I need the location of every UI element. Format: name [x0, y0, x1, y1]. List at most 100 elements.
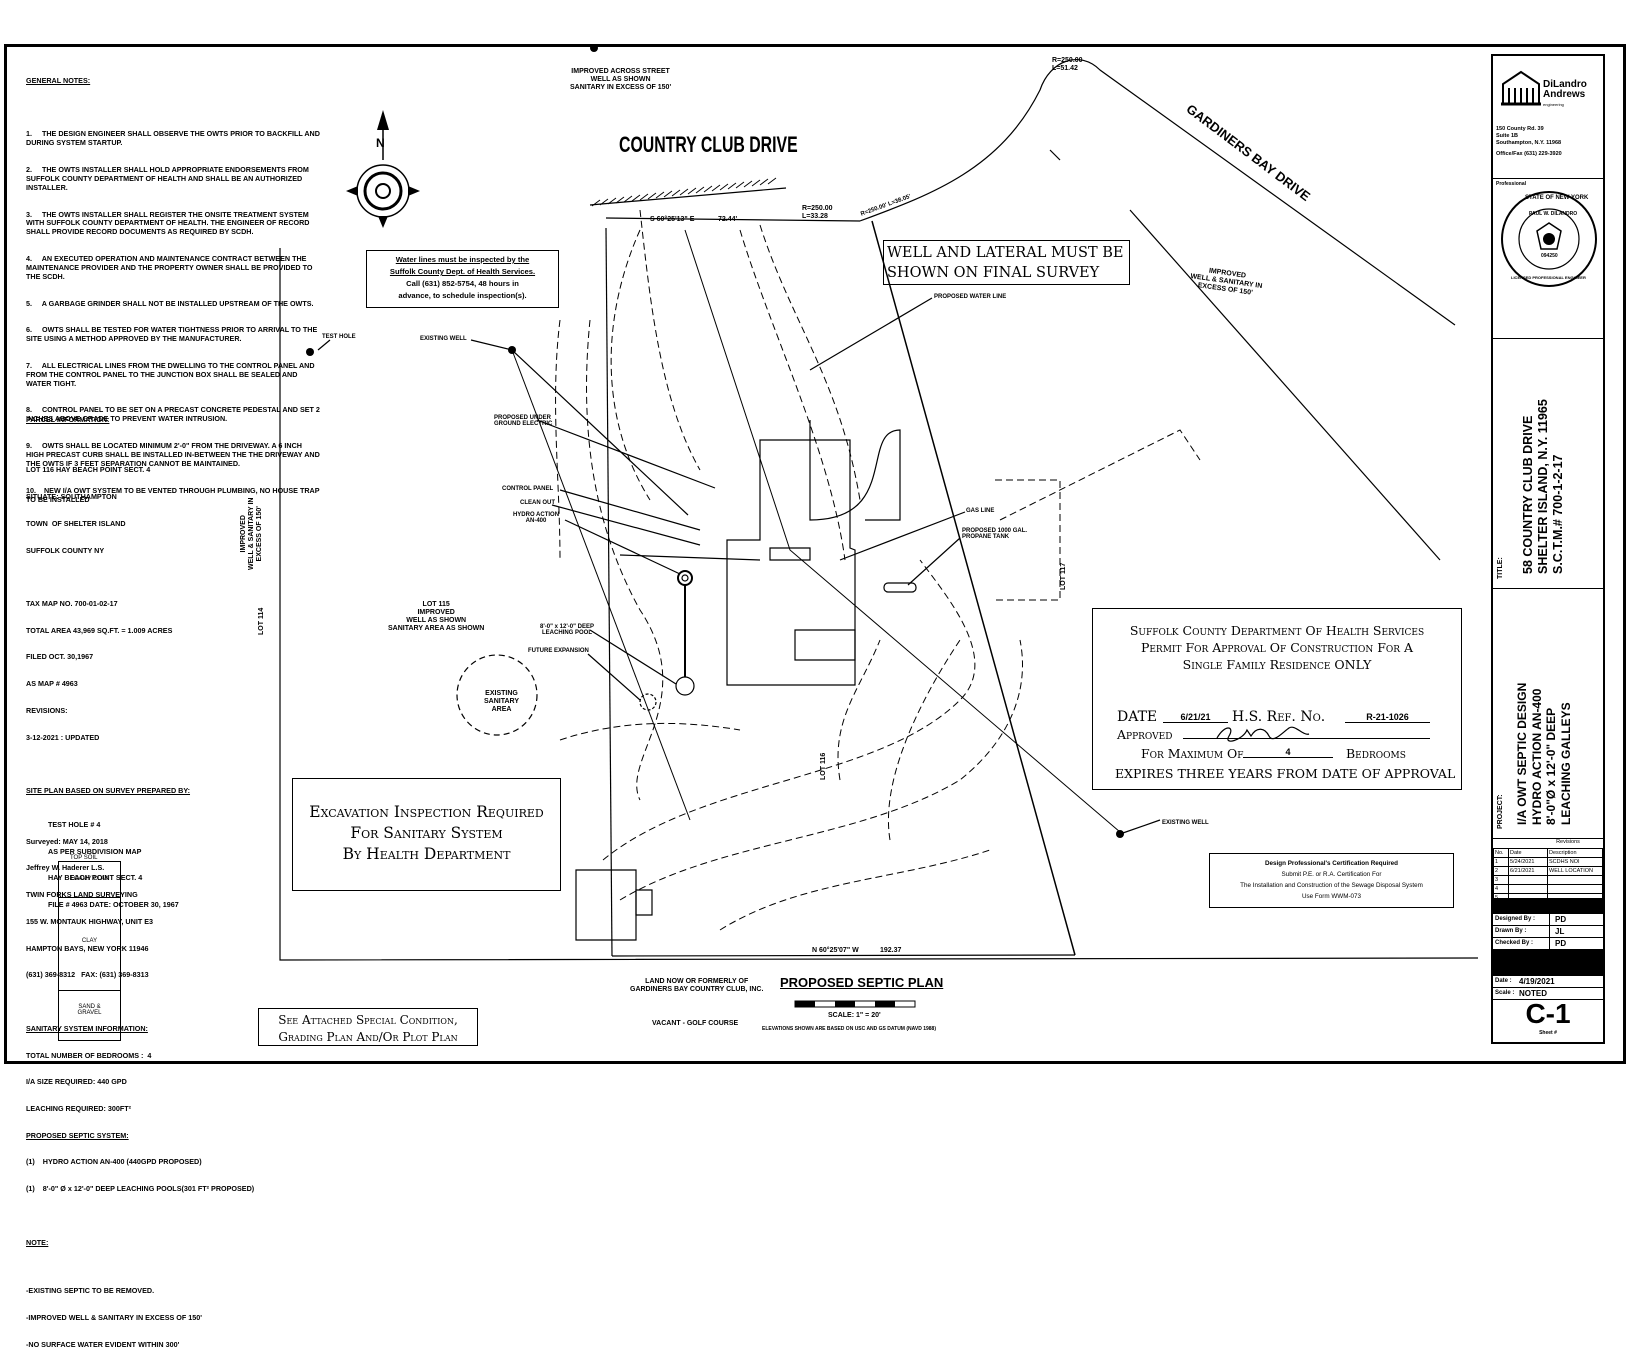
rev-desc [1547, 884, 1603, 894]
parcel-line: AS MAP # 4963 [26, 679, 78, 689]
leaching-pool [675, 676, 695, 696]
rev-date: 6/21/2021 [1508, 866, 1548, 876]
survey-line: HAMPTON BAYS, NEW YORK 11946 [26, 943, 149, 953]
proposed-water-label: PROPOSED WATER LINE [934, 294, 1007, 300]
professional-label: Professional [1496, 181, 1527, 187]
vacant-label: VACANT - GOLF COURSE [652, 1020, 739, 1027]
parcel-line: SUFFOLK COUNTY NY [26, 545, 105, 555]
road-tick [1049, 149, 1061, 161]
certification-line: Use Form WWM-073 [1301, 893, 1362, 900]
scale-bar [794, 1000, 916, 1008]
scale-tb-label: Scale : [1495, 990, 1515, 996]
sanitary-line: TOTAL NUMBER OF BEDROOMS : 4 [26, 1050, 152, 1060]
seal-name: PAUL W. DILANDRO [1529, 211, 1578, 217]
distance-bottom: 192.37 [880, 947, 902, 954]
designed-label: Designed By : [1495, 916, 1536, 922]
rev-desc [1547, 875, 1603, 885]
seal-cell: Professional STATE OF NEW YORK PAUL W. D… [1493, 179, 1603, 339]
seal-number: 094250 [1541, 253, 1558, 259]
checked-divider [1549, 938, 1550, 949]
gardiners-bay-drive-edge [859, 59, 1456, 326]
permit-title: Suffolk County Department Of Health Serv… [1093, 622, 1461, 673]
rev-desc: WELL LOCATION [1547, 866, 1603, 876]
rev-no: 2 [1493, 866, 1509, 876]
permit-max: 4 [1243, 747, 1333, 758]
propane-label: PROPOSED 1000 GAL. PROPANE TANK [962, 528, 1028, 540]
parcel-line: FILED OCT. 30,1967 [26, 652, 94, 662]
note-heading: NOTE: [26, 1237, 49, 1247]
water-line [684, 229, 1121, 833]
water-inspection-line: advance, to schedule inspection(s). [398, 291, 527, 300]
test-hole-marker [306, 348, 314, 356]
underground-leader [536, 419, 716, 489]
revisions-label: Revisions [1556, 839, 1580, 845]
revisions-header: No. Date Description [1493, 848, 1603, 858]
revision-row: 2 6/21/2021 WELL LOCATION [1493, 866, 1603, 876]
certification-line: Submit P.E. or R.A. Certification For [1281, 871, 1382, 878]
proposed-house [726, 439, 856, 686]
project-cell: PROJECT: I/A OWT SEPTIC DESIGN HYDRO ACT… [1493, 589, 1603, 839]
note-2: 2. THE OWTS INSTALLER SHALL HOLD APPROPR… [26, 164, 311, 192]
project-label: PROJECT: [1497, 794, 1504, 829]
special-condition-box: See Attached Special Condition, Grading … [258, 1008, 478, 1046]
drawn-value: JL [1555, 927, 1565, 936]
lot117-label: LOT 117 [1060, 562, 1067, 590]
revision-row: 3 [1493, 875, 1603, 885]
sanitary-line: I/A SIZE REQUIRED: 440 GPD [26, 1077, 127, 1087]
note-6: 6. OWTS SHALL BE TESTED FOR WATER TIGHTN… [26, 325, 320, 344]
survey-line: Surveyed: MAY 14, 2018 [26, 836, 108, 846]
bearing-bottom: N 60°25'07" W [812, 947, 859, 954]
project-text: I/A OWT SEPTIC DESIGN HYDRO ACTION AN-40… [1515, 683, 1573, 825]
title-line: 58 COUNTRY CLUB DRIVE [1521, 415, 1535, 574]
sheet-number: C-1 [1525, 998, 1571, 1029]
firm-address-line: 150 County Rd. 39 [1496, 126, 1544, 132]
checked-value: PD [1555, 939, 1567, 948]
adjacent-lot-line [279, 248, 1479, 961]
existing-well-marker [508, 346, 516, 354]
general-notes: GENERAL NOTES: 1. THE DESIGN ENGINEER SH… [26, 59, 321, 513]
propane-leader [907, 537, 961, 586]
drawing-frame [4, 44, 1626, 1064]
survey-line: 155 W. MONTAUK HIGHWAY, UNIT E3 [26, 916, 153, 926]
firm-address-line: Southampton, N.Y. 11968 [1496, 140, 1562, 146]
seal-state: STATE OF NEW YORK [1525, 195, 1589, 201]
property-line-west [605, 227, 613, 957]
note-3: 3. THE OWTS INSTALLER SHALL REGISTER THE… [26, 209, 312, 237]
gardiners-bay-drive-edge-2 [1129, 209, 1441, 561]
designed-row: Designed By : PD [1493, 914, 1603, 926]
revision-row: 1 5/24/2021 SCDHS NOI [1493, 857, 1603, 867]
plan-title: PROPOSED SEPTIC PLAN [780, 975, 944, 990]
revisions-fill [1493, 898, 1603, 914]
general-notes-heading: GENERAL NOTES: [26, 75, 91, 85]
sanitary-line: LEACHING REQUIRED: 300FT² [26, 1103, 132, 1113]
rev-col: Date [1508, 848, 1548, 858]
date-value: 4/19/2021 [1519, 977, 1555, 986]
approval-signature [1216, 726, 1310, 742]
pe-seal [1501, 191, 1597, 287]
layer-sand-gravel: SAND & GRAVEL [77, 1004, 102, 1016]
site-plan [279, 44, 1479, 1008]
checked-fill [1493, 950, 1603, 976]
leaching-pool-label: 8'-0" x 12'-0" DEEP LEACHING POOL [540, 624, 594, 636]
title-line: S.C.T.M.# 700-1-2-17 [1551, 454, 1565, 575]
firm-name: DiLandro Andrews [1543, 79, 1587, 100]
hydro-action-tank-inner [681, 574, 689, 582]
existing-well-2-label: EXISTING WELL [1162, 820, 1209, 826]
parcel-line: REVISIONS: [26, 705, 68, 715]
land-now-label: LAND NOW OR FORMERLY OF GARDINERS BAY CO… [630, 978, 764, 993]
certification-line: Design Professional's Certification Requ… [1264, 860, 1399, 867]
drawn-row: Drawn By : JL [1493, 926, 1603, 938]
special-condition-line: See Attached Special Condition, [278, 1013, 458, 1027]
sheet-label: Sheet # [1539, 1030, 1557, 1036]
special-condition-line: Grading Plan And/Or Plot Plan [278, 1030, 458, 1044]
property-line-north [605, 217, 861, 222]
revisions-table: No. Date Description 1 5/24/2021 SCDHS N… [1493, 848, 1603, 903]
deck [769, 547, 811, 561]
certification-line: The Installation and Construction of the… [1240, 882, 1423, 889]
title-cell: TITLE: 58 COUNTRY CLUB DRIVE SHELTER ISL… [1493, 339, 1603, 589]
scale-label: SCALE: 1" = 20' [828, 1012, 881, 1019]
permit-box: Suffolk County Department Of Health Serv… [1092, 608, 1462, 790]
water-inspection-box: Water lines must be inspected by the Suf… [366, 250, 559, 308]
property-line-east [871, 220, 1076, 956]
layer-clay: CLAY [59, 898, 120, 991]
